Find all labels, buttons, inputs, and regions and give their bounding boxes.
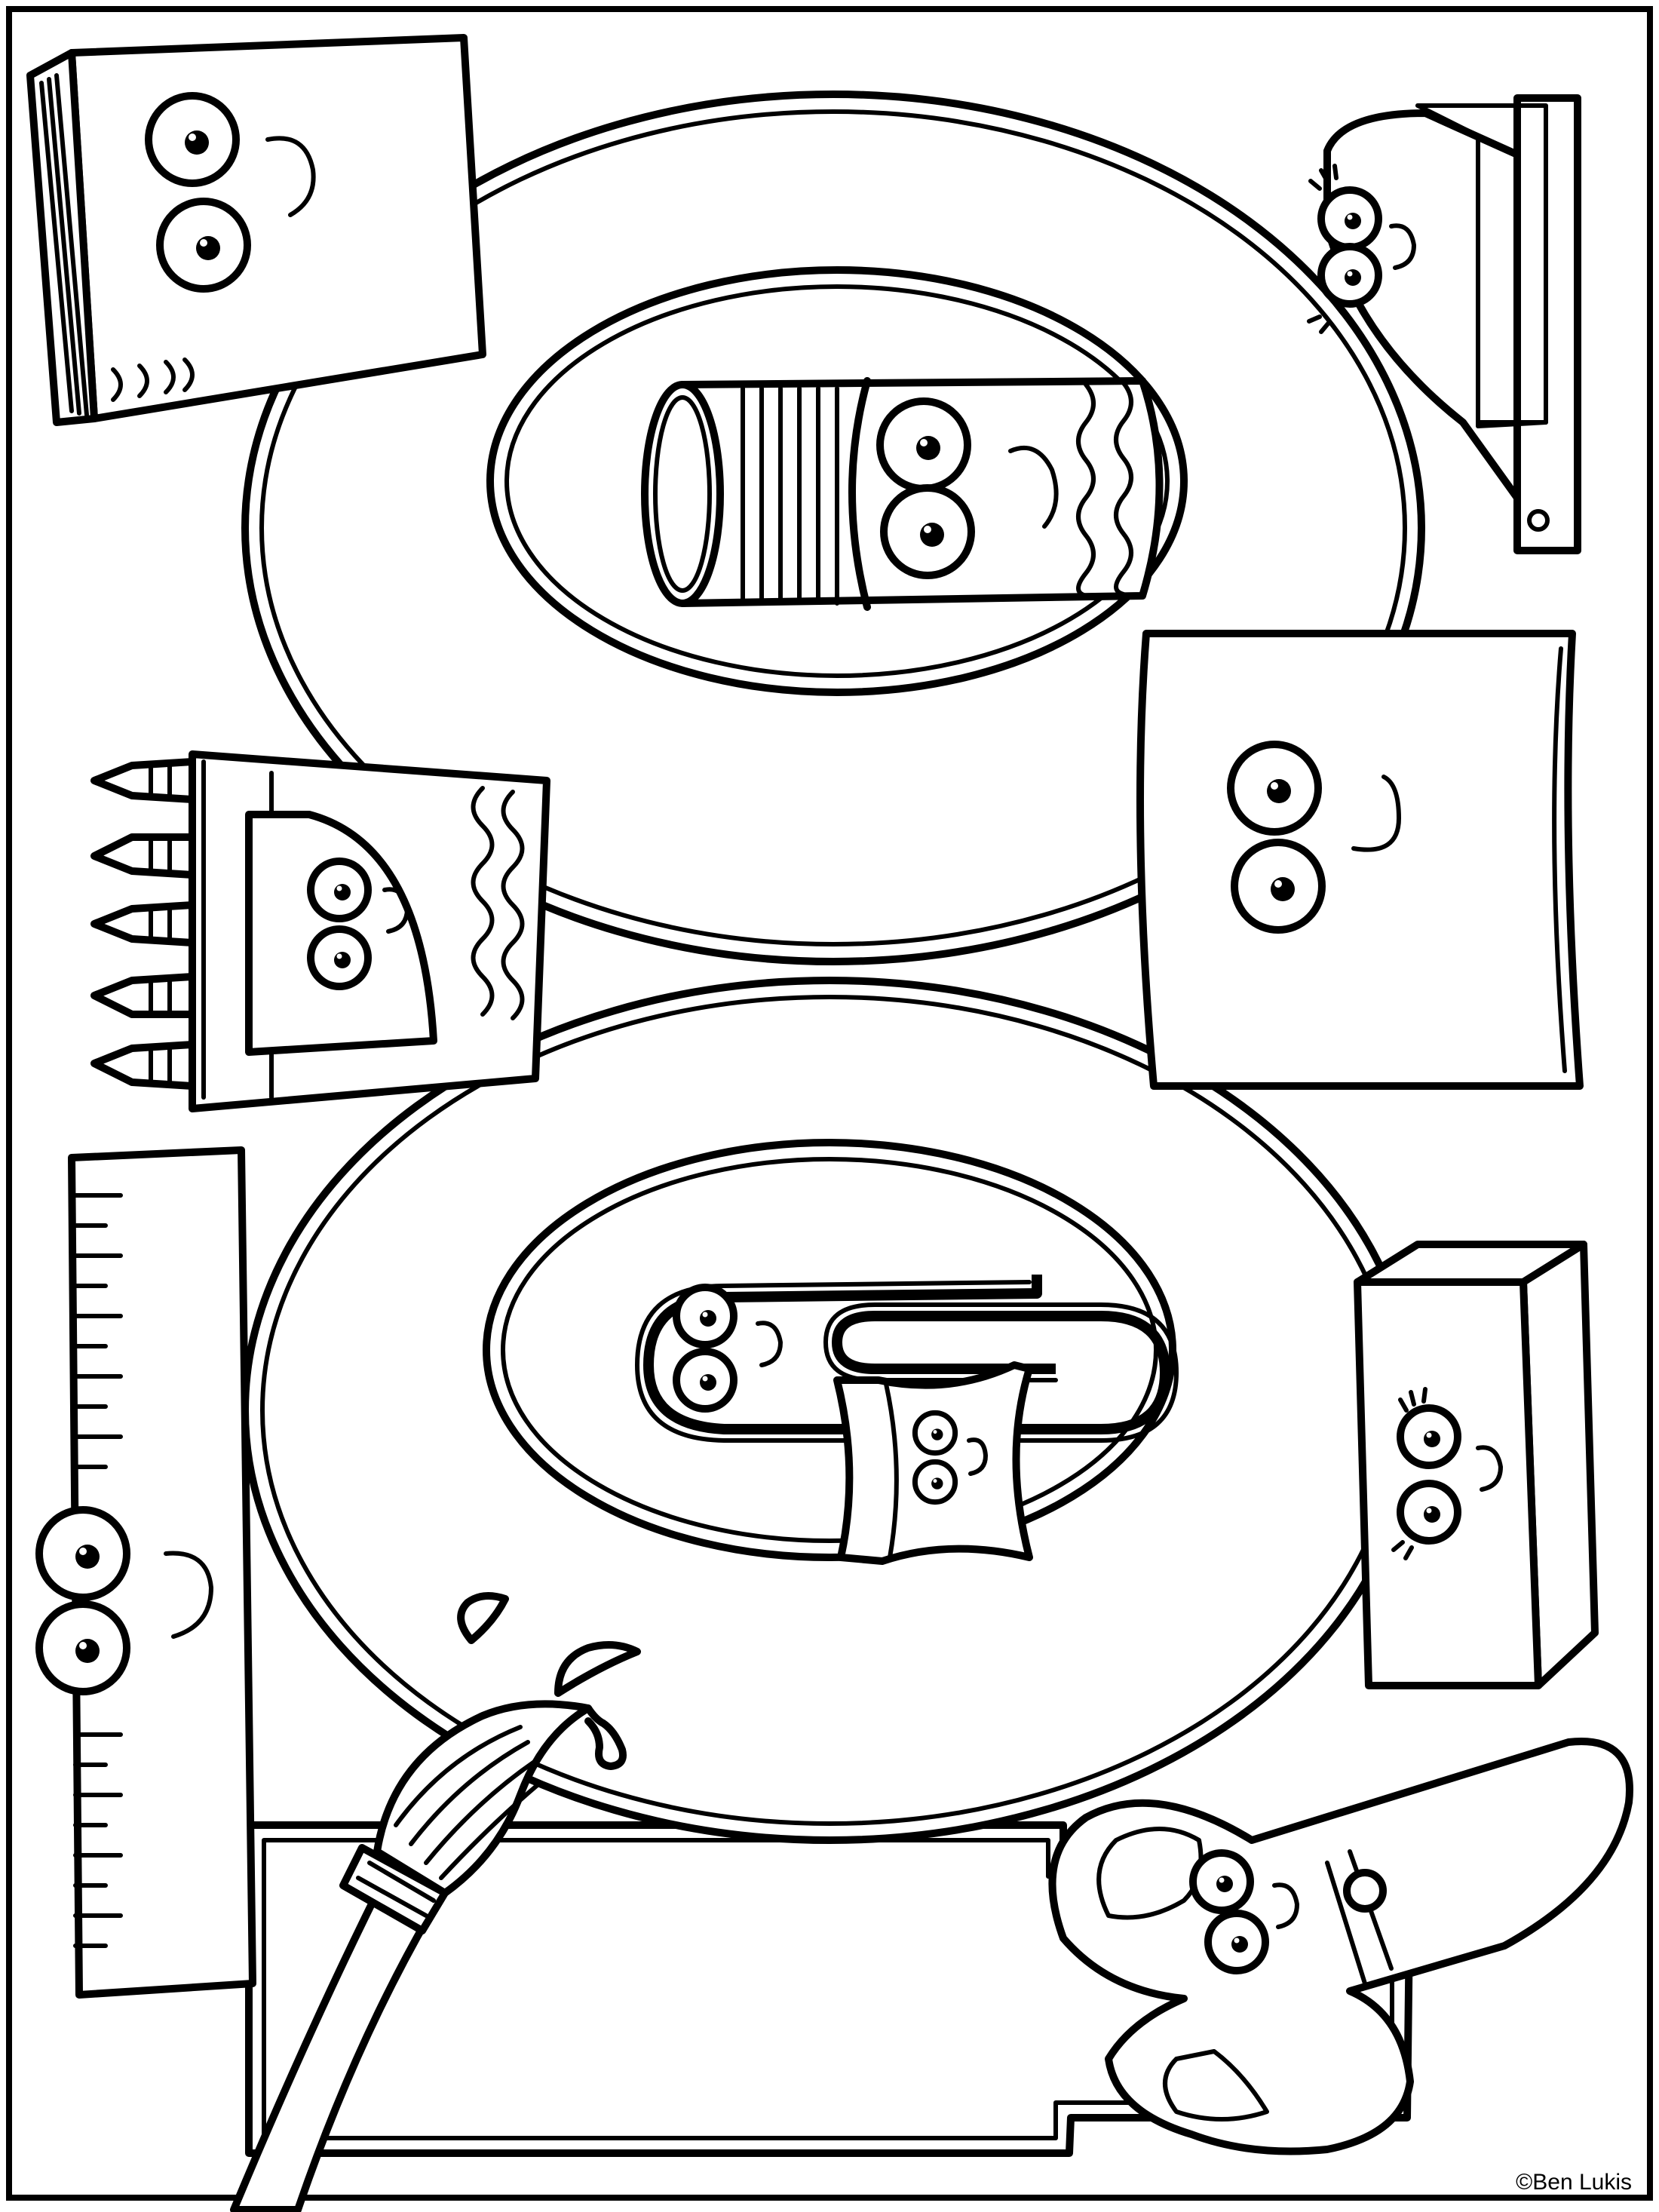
copyright-credit: ©Ben Lukis	[1516, 2170, 1632, 2195]
paint-drips	[457, 1592, 641, 1697]
book-icon	[26, 34, 486, 426]
digit-zero-bottom	[241, 977, 1418, 1844]
page-border	[6, 6, 1653, 2201]
paintbrush-icon	[230, 1700, 627, 2212]
crayon-box-icon	[90, 750, 550, 1112]
scissors-icon	[1048, 1738, 1633, 2155]
eraser-icon	[1354, 1241, 1599, 1689]
paper-clip-icon	[635, 1275, 1179, 1443]
bow-icon	[833, 1361, 1033, 1565]
stapler-icon	[1307, 94, 1581, 554]
ruler-icon	[39, 1146, 256, 1999]
paper-sheet-icon	[1136, 630, 1584, 1090]
crayons	[90, 758, 196, 1090]
glue-stick-icon	[641, 377, 1164, 611]
